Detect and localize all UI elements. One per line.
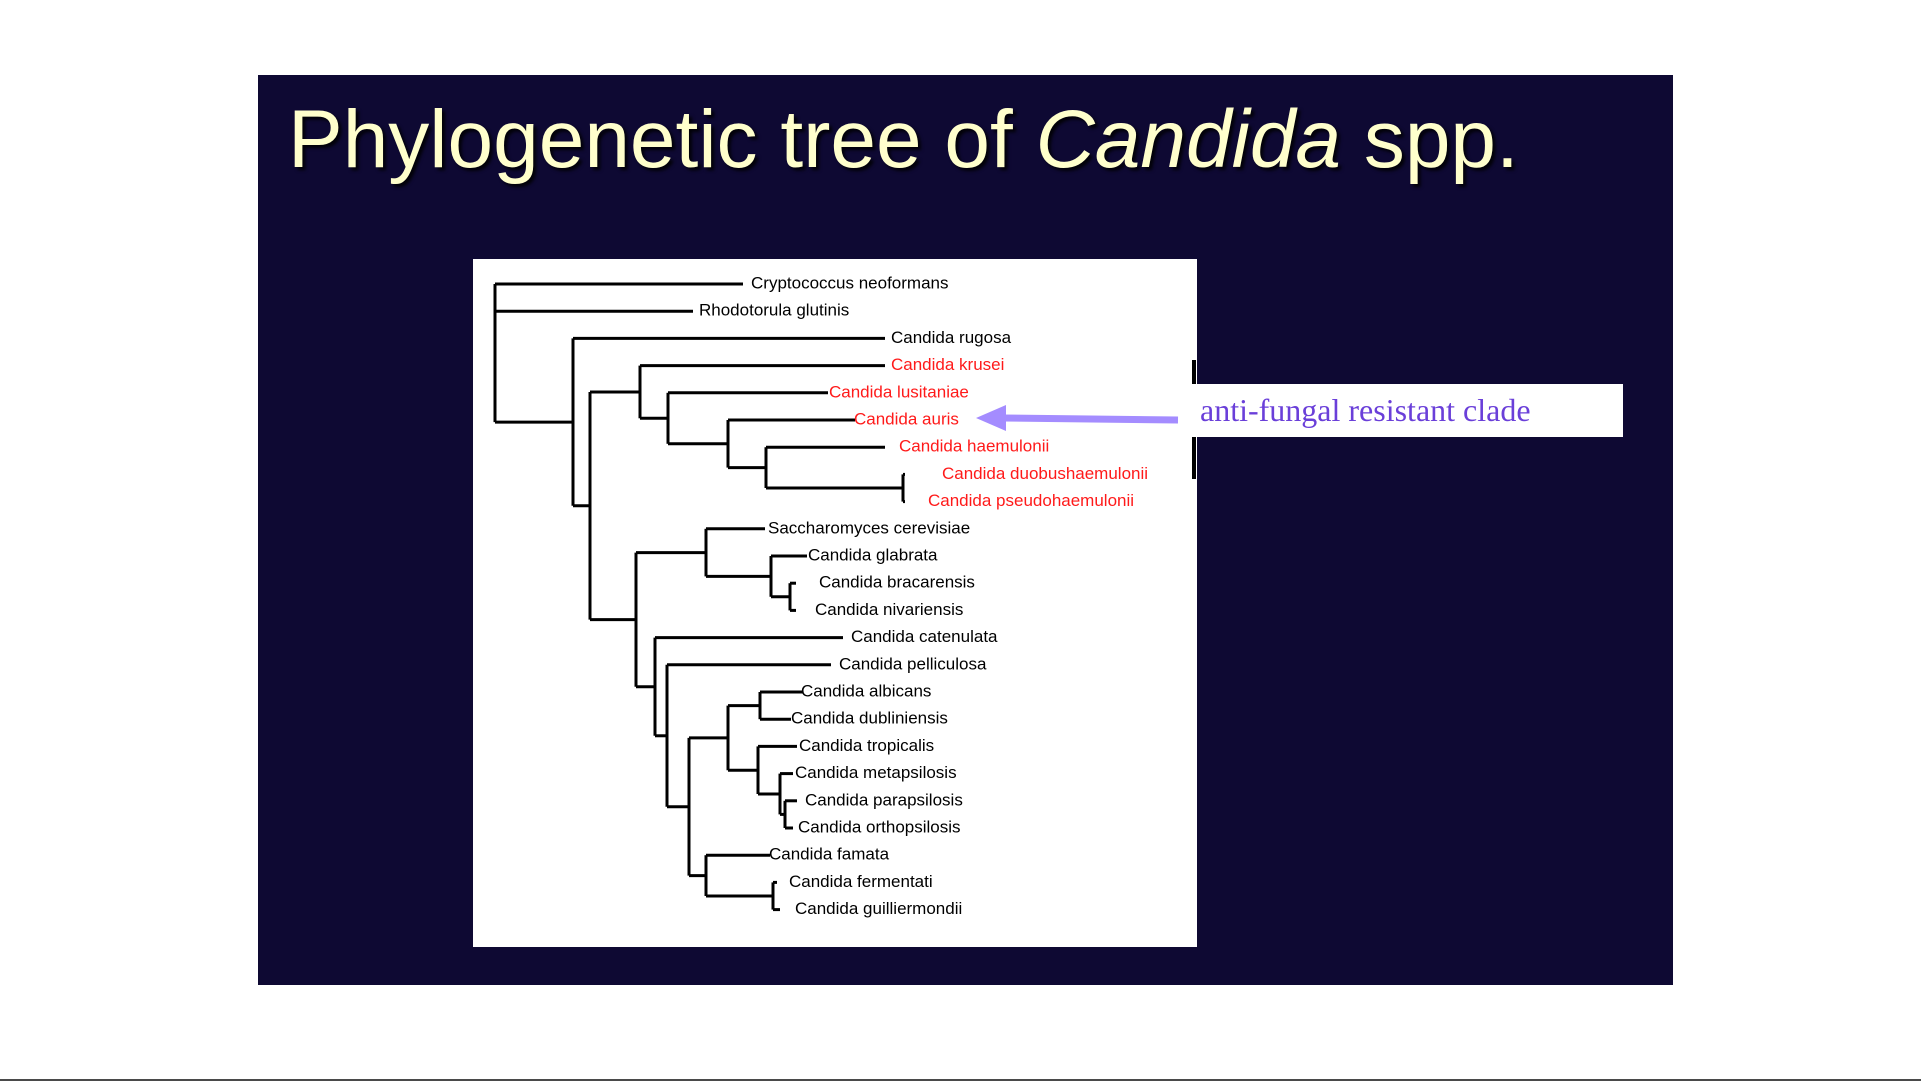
taxon-label: Candida pelliculosa <box>839 654 987 673</box>
taxon-label: Cryptococcus neoformans <box>751 273 948 292</box>
title-suffix: spp. <box>1341 94 1519 185</box>
taxon-label: Candida nivariensis <box>815 600 963 619</box>
title-prefix: Phylogenetic tree of <box>288 94 1036 185</box>
tree-branches <box>493 282 905 912</box>
taxon-label: Candida duobushaemulonii <box>942 464 1148 483</box>
taxon-label: Candida lusitaniae <box>829 382 969 401</box>
taxon-label: Candida metapsilosis <box>795 763 957 782</box>
title-genus: Candida <box>1035 94 1342 185</box>
callout-text: anti-fungal resistant clade <box>1200 392 1531 428</box>
slide: Phylogenetic tree of Candida spp. Crypto… <box>258 75 1673 985</box>
taxon-label: Candida parapsilosis <box>805 790 963 809</box>
taxon-label: Candida albicans <box>801 681 931 700</box>
taxon-label: Candida tropicalis <box>799 736 934 755</box>
taxon-label: Candida fermentati <box>789 872 933 891</box>
taxon-label: Candida guilliermondii <box>795 899 962 918</box>
taxon-label: Candida dubliniensis <box>791 709 948 728</box>
clade-bracket-top <box>1192 360 1196 384</box>
taxon-label: Candida orthopsilosis <box>798 817 961 836</box>
taxon-label: Candida haemulonii <box>899 437 1049 456</box>
taxon-label: Candida rugosa <box>891 328 1012 347</box>
taxon-label: Candida pseudohaemulonii <box>928 491 1134 510</box>
clade-bracket-bottom <box>1192 437 1196 479</box>
taxon-label: Saccharomyces cerevisiae <box>768 518 970 537</box>
bottom-rule <box>0 1079 1921 1081</box>
resistant-clade-callout: anti-fungal resistant clade <box>1192 384 1623 437</box>
taxon-label: Candida auris <box>854 409 959 428</box>
slide-title: Phylogenetic tree of Candida spp. <box>288 94 1519 185</box>
taxon-label: Candida famata <box>769 845 890 864</box>
taxon-label: Rhodotorula glutinis <box>699 301 849 320</box>
taxon-label: Candida catenulata <box>851 627 998 646</box>
taxon-label: Candida glabrata <box>808 545 938 564</box>
taxon-label: Candida bracarensis <box>819 573 975 592</box>
taxon-label: Candida krusei <box>891 355 1004 374</box>
